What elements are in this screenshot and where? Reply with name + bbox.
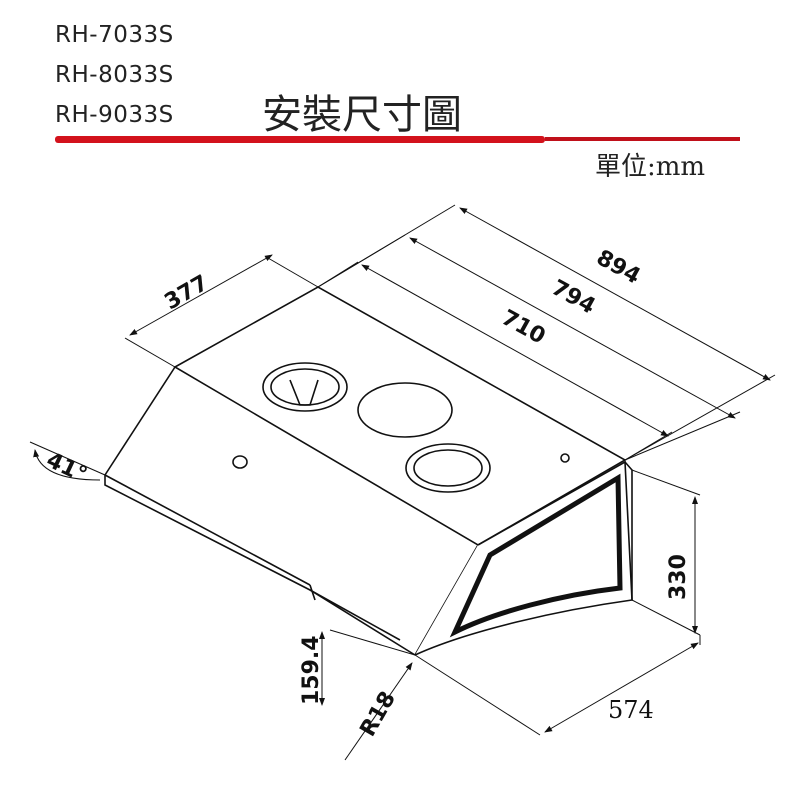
dim-angle: 41° <box>42 448 90 488</box>
dim-794: 794 <box>547 275 599 319</box>
dim-710: 710 <box>497 305 549 349</box>
dim-377: 377 <box>161 271 213 316</box>
dim-574: 574 <box>608 696 654 724</box>
unit-label: 單位:mm <box>595 152 706 182</box>
model-number: RH-7033S <box>55 22 174 48</box>
hood-outline <box>104 286 633 656</box>
title-underline-thin <box>545 137 740 141</box>
model-number: RH-9033S <box>55 102 174 128</box>
model-number: RH-8033S <box>55 62 174 88</box>
dim-894: 894 <box>592 245 644 289</box>
dim-330: 330 <box>666 554 691 600</box>
dimension-lines <box>29 204 776 761</box>
dim-r18: R18 <box>356 687 401 741</box>
dim-159-4: 159.4 <box>299 635 324 705</box>
page-title: 安裝尺寸圖 <box>262 92 462 138</box>
title-underline <box>55 136 545 143</box>
